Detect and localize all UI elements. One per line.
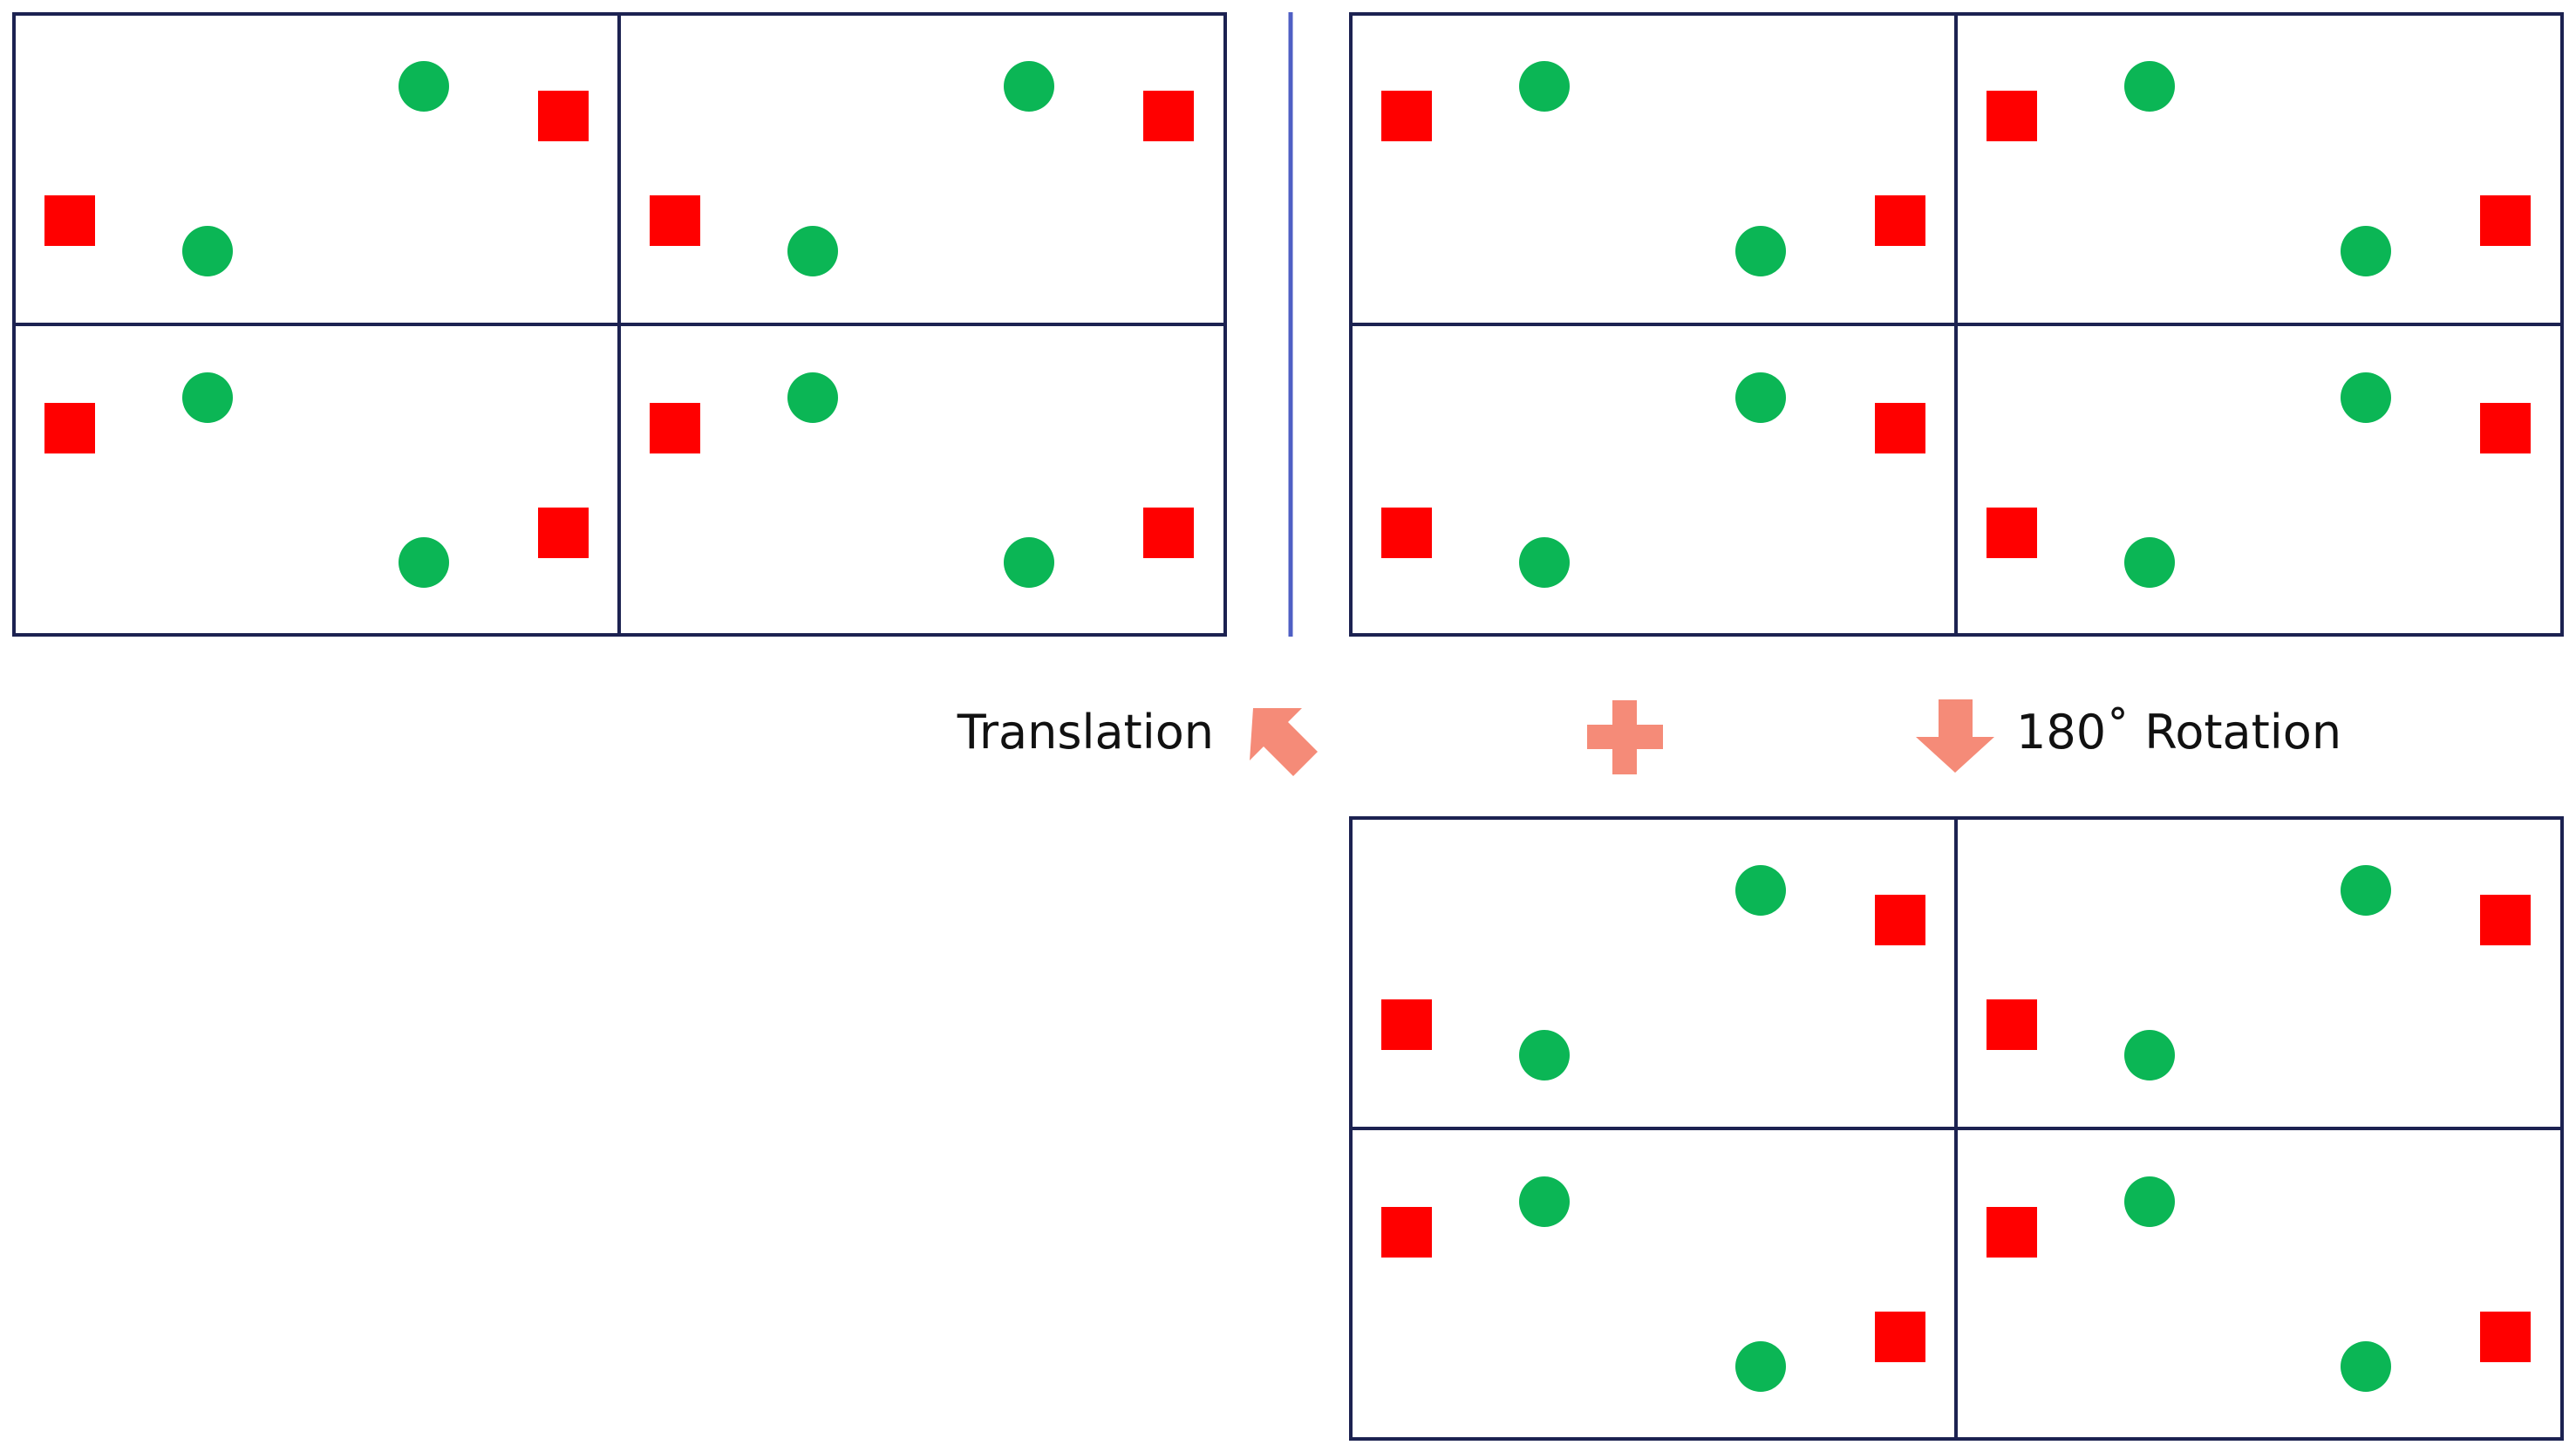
green-circle [1004, 537, 1054, 588]
green-circle [787, 372, 838, 423]
green-circle [1519, 537, 1570, 588]
arrow-up-left-icon [1250, 708, 1318, 776]
red-square [650, 403, 700, 453]
red-square [1143, 508, 1194, 558]
red-square [1987, 508, 2037, 558]
green-circle [399, 61, 449, 112]
green-circle [787, 226, 838, 276]
red-square [2480, 195, 2531, 246]
red-square [1381, 1207, 1432, 1258]
translation-label: Translation [957, 705, 1214, 760]
arrow-down-icon [1916, 699, 1994, 773]
green-circle [2341, 865, 2391, 916]
green-circle [2124, 1176, 2175, 1227]
green-circle [1519, 1030, 1570, 1080]
red-square [538, 91, 589, 141]
green-circle [182, 226, 233, 276]
red-square [1987, 999, 2037, 1050]
green-circle [182, 372, 233, 423]
green-circle [1519, 1176, 1570, 1227]
red-square [44, 195, 95, 246]
green-circle [1735, 226, 1786, 276]
red-square [44, 403, 95, 453]
panel-rotated-pattern [1349, 12, 2564, 637]
red-square [2480, 1312, 2531, 1362]
red-square [1875, 1312, 1925, 1362]
green-circle [2124, 61, 2175, 112]
red-square [2480, 895, 2531, 945]
plus-icon [1587, 700, 1663, 774]
red-square [1875, 403, 1925, 453]
green-circle [1519, 61, 1570, 112]
panel-shapes [1381, 865, 2531, 1392]
red-square [2480, 403, 2531, 453]
red-square [1987, 1207, 2037, 1258]
green-circle [399, 537, 449, 588]
green-circle [2124, 537, 2175, 588]
green-circle [1735, 1341, 1786, 1392]
rotation-label: 180˚ Rotation [2016, 705, 2341, 760]
green-circle [2341, 226, 2391, 276]
red-square [1987, 91, 2037, 141]
red-square [1875, 195, 1925, 246]
green-circle [1004, 61, 1054, 112]
green-circle [2341, 1341, 2391, 1392]
red-square [1381, 91, 1432, 141]
red-square [1143, 91, 1194, 141]
panel-shapes [44, 61, 1194, 588]
green-circle [1735, 865, 1786, 916]
green-circle [2341, 372, 2391, 423]
panel-original-pattern [12, 12, 1227, 637]
red-square [1381, 508, 1432, 558]
red-square [538, 508, 589, 558]
red-square [1381, 999, 1432, 1050]
green-circle [1735, 372, 1786, 423]
panel-translated-pattern [1349, 816, 2564, 1441]
green-circle [2124, 1030, 2175, 1080]
red-square [650, 195, 700, 246]
panel-shapes [1381, 61, 2531, 588]
red-square [1875, 895, 1925, 945]
